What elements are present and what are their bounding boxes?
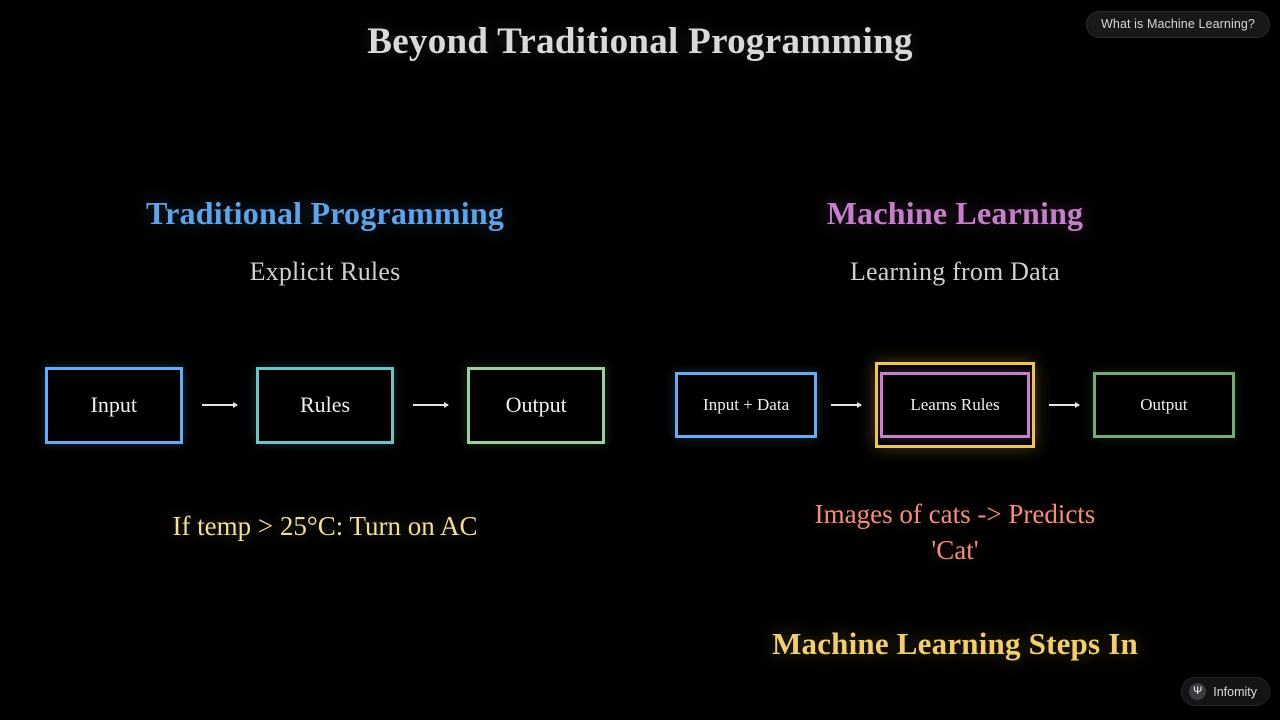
infomity-logo-icon: Ψ	[1189, 683, 1207, 700]
machine-learning-heading: Machine Learning	[826, 195, 1084, 231]
flow-node-ml-output: Output	[1092, 372, 1235, 438]
traditional-programming-example: If temp > 25°C: Turn on AC	[172, 511, 478, 541]
machine-learning-flow: Input + Data Learns Rules Output	[675, 357, 1235, 453]
flow-arrow-input-to-rules	[201, 402, 238, 408]
flow-node-input-data: Input + Data	[675, 372, 818, 438]
flow-node-rules-label: Rules	[299, 392, 351, 417]
machine-learning-subheading: Learning from Data	[849, 257, 1061, 287]
topic-badge[interactable]: What is Machine Learning?	[1086, 11, 1270, 38]
traditional-programming-subheading: Explicit Rules	[249, 257, 401, 287]
flow-arrow-input-data-to-learns-rules	[831, 402, 863, 408]
flow-node-input-label: Input	[90, 392, 137, 417]
flow-node-learns-rules-highlight: Learns Rules	[875, 362, 1035, 448]
machine-learning-column: Machine Learning Learning from Data	[675, 195, 1235, 287]
flow-node-learns-rules: Learns Rules	[879, 372, 1030, 438]
watermark-label: Infomity	[1213, 684, 1257, 699]
flow-arrow-rules-to-output	[412, 402, 450, 408]
page-title: Beyond Traditional Programming	[367, 21, 913, 62]
flow-node-rules: Rules	[256, 366, 394, 444]
watermark[interactable]: Ψ Infomity	[1181, 677, 1270, 706]
traditional-programming-heading: Traditional Programming	[145, 195, 505, 231]
traditional-programming-flow: Input Rules Output	[45, 357, 605, 453]
flow-node-input-data-label: Input + Data	[703, 395, 790, 414]
machine-learning-example: Images of cats -> Predicts 'Cat'	[675, 496, 1235, 569]
flow-node-learns-rules-label: Learns Rules	[910, 395, 1000, 414]
flow-node-output-label: Output	[505, 392, 567, 417]
flow-node-input: Input	[45, 366, 183, 444]
machine-learning-example-line2: 'Cat'	[931, 535, 979, 566]
flow-node-output: Output	[467, 366, 605, 444]
flow-arrow-learns-rules-to-output	[1048, 402, 1081, 408]
flow-node-ml-output-label: Output	[1140, 395, 1188, 414]
traditional-programming-column: Traditional Programming Explicit Rules	[45, 195, 605, 287]
machine-learning-example-line1: Images of cats -> Predicts	[814, 499, 1096, 529]
conclusion-text: Machine Learning Steps In	[772, 626, 1138, 661]
